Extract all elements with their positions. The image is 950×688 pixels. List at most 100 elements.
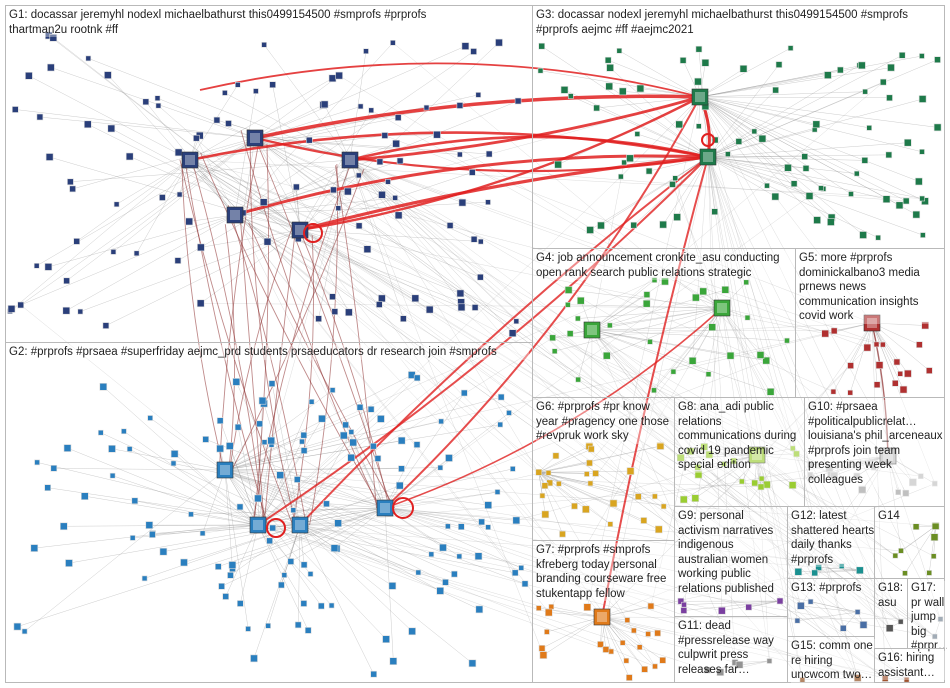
- user-node[interactable]: [880, 341, 886, 348]
- user-node[interactable]: [788, 481, 797, 489]
- user-node[interactable]: [677, 597, 685, 605]
- user-node[interactable]: [554, 160, 562, 169]
- user-node[interactable]: [125, 152, 134, 161]
- user-node[interactable]: [660, 503, 667, 510]
- user-node[interactable]: [227, 571, 234, 579]
- user-node[interactable]: [511, 569, 519, 577]
- user-node[interactable]: [830, 471, 838, 480]
- user-node[interactable]: [389, 657, 398, 666]
- user-node[interactable]: [618, 173, 624, 180]
- user-node[interactable]: [853, 674, 862, 682]
- user-node[interactable]: [602, 646, 610, 653]
- user-node[interactable]: [394, 211, 403, 220]
- user-node[interactable]: [897, 370, 904, 377]
- user-node[interactable]: [726, 351, 735, 360]
- user-node[interactable]: [711, 136, 719, 144]
- user-node[interactable]: [930, 533, 939, 542]
- user-node[interactable]: [269, 524, 277, 532]
- user-node[interactable]: [485, 199, 491, 205]
- user-node[interactable]: [170, 460, 177, 467]
- user-node[interactable]: [912, 210, 921, 219]
- user-node[interactable]: [541, 510, 550, 519]
- user-node[interactable]: [328, 602, 335, 609]
- user-node[interactable]: [485, 150, 493, 158]
- user-node[interactable]: [258, 396, 267, 405]
- user-node[interactable]: [866, 125, 873, 131]
- user-node[interactable]: [751, 479, 759, 487]
- user-node[interactable]: [508, 329, 517, 338]
- user-node[interactable]: [931, 522, 940, 530]
- user-node[interactable]: [44, 484, 52, 492]
- user-node[interactable]: [141, 575, 148, 582]
- user-node[interactable]: [859, 621, 868, 629]
- user-node[interactable]: [456, 289, 465, 298]
- hub-user-node[interactable]: [879, 447, 897, 465]
- user-node[interactable]: [634, 131, 641, 137]
- user-node[interactable]: [261, 439, 268, 446]
- hub-user-node[interactable]: [691, 88, 709, 106]
- user-node[interactable]: [659, 656, 667, 664]
- user-node[interactable]: [919, 53, 925, 59]
- user-node[interactable]: [739, 478, 745, 485]
- user-node[interactable]: [587, 480, 594, 487]
- user-node[interactable]: [592, 470, 599, 477]
- user-node[interactable]: [762, 356, 771, 365]
- user-node[interactable]: [537, 67, 544, 74]
- user-node[interactable]: [597, 221, 605, 230]
- user-node[interactable]: [261, 41, 267, 48]
- user-node[interactable]: [789, 445, 796, 452]
- user-node[interactable]: [686, 447, 695, 456]
- user-node[interactable]: [739, 65, 748, 73]
- user-node[interactable]: [342, 421, 349, 429]
- user-node[interactable]: [457, 523, 465, 531]
- user-node[interactable]: [49, 33, 58, 42]
- user-node[interactable]: [477, 238, 484, 245]
- user-node[interactable]: [363, 48, 369, 55]
- user-node[interactable]: [234, 423, 242, 431]
- user-node[interactable]: [294, 621, 302, 629]
- user-node[interactable]: [36, 113, 44, 121]
- user-node[interactable]: [879, 78, 887, 86]
- user-node[interactable]: [764, 182, 770, 189]
- user-node[interactable]: [394, 114, 402, 121]
- user-node[interactable]: [651, 387, 657, 394]
- user-node[interactable]: [433, 130, 441, 139]
- user-node[interactable]: [293, 476, 301, 483]
- user-node[interactable]: [457, 303, 466, 312]
- user-node[interactable]: [721, 461, 727, 467]
- user-node[interactable]: [837, 66, 844, 74]
- user-node[interactable]: [895, 201, 904, 210]
- user-node[interactable]: [551, 348, 558, 355]
- user-node[interactable]: [425, 305, 434, 314]
- user-node[interactable]: [497, 421, 504, 428]
- user-node[interactable]: [456, 553, 463, 560]
- user-node[interactable]: [654, 629, 661, 637]
- user-node[interactable]: [636, 644, 643, 651]
- user-node[interactable]: [335, 71, 343, 80]
- hub-user-node[interactable]: [699, 148, 717, 166]
- user-node[interactable]: [109, 472, 116, 479]
- user-node[interactable]: [602, 351, 611, 360]
- user-node[interactable]: [107, 124, 116, 133]
- user-node[interactable]: [847, 362, 854, 369]
- user-node[interactable]: [641, 665, 648, 673]
- user-node[interactable]: [468, 659, 477, 668]
- user-node[interactable]: [535, 605, 542, 611]
- user-node[interactable]: [776, 597, 784, 605]
- user-node[interactable]: [475, 605, 484, 614]
- user-node[interactable]: [81, 492, 89, 501]
- user-node[interactable]: [300, 447, 308, 454]
- user-node[interactable]: [413, 441, 421, 448]
- user-node[interactable]: [711, 208, 719, 215]
- user-node[interactable]: [775, 61, 783, 68]
- user-node[interactable]: [395, 481, 404, 490]
- user-node[interactable]: [688, 356, 697, 365]
- hub-user-node[interactable]: [246, 129, 264, 147]
- user-node[interactable]: [721, 285, 730, 294]
- user-node[interactable]: [705, 371, 712, 378]
- user-node[interactable]: [446, 222, 454, 229]
- user-node[interactable]: [149, 531, 156, 538]
- user-node[interactable]: [903, 138, 912, 147]
- user-node[interactable]: [470, 236, 478, 243]
- user-node[interactable]: [344, 187, 352, 196]
